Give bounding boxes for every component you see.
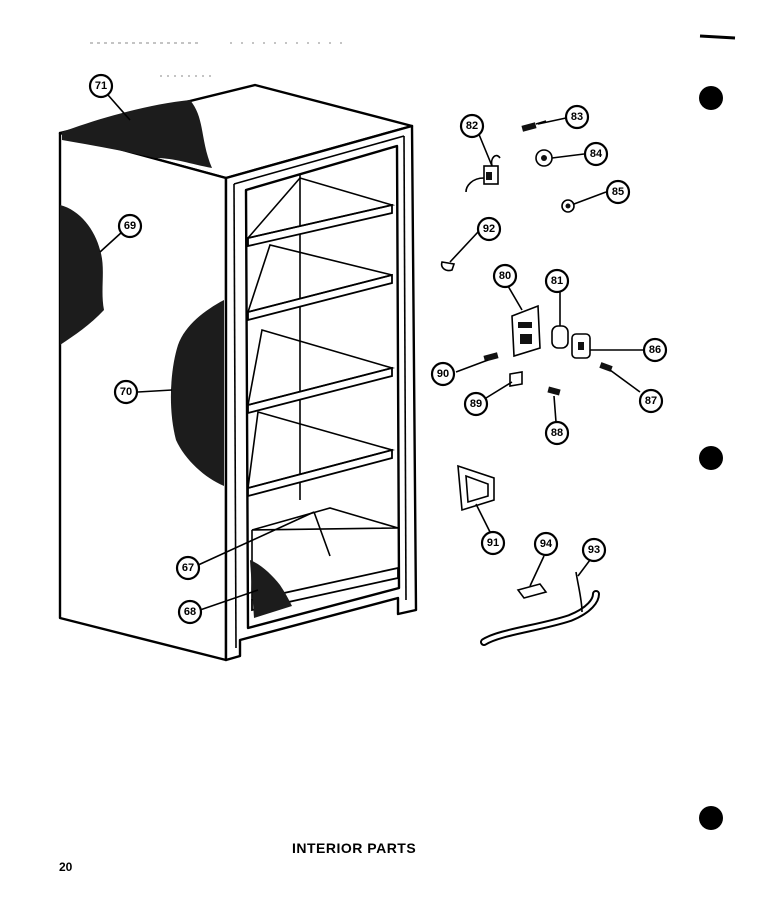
callout-91: 91 [480,530,506,556]
insulation-top [62,100,212,168]
part-82-bracket [465,154,501,193]
part-92-clip [440,261,456,272]
part-81-grommet [551,325,569,349]
svg-text:91: 91 [487,537,499,549]
callout-89: 89 [463,391,489,417]
part-87-screw [599,362,613,372]
punch-hole [699,806,723,830]
callout-68: 68 [177,599,203,625]
part-84-washer [535,149,553,167]
callout-92: 92 [476,216,502,242]
callout-81: 81 [544,268,570,294]
part-83-screw [521,120,547,132]
part-86-latch [571,333,591,359]
callout-90: 90 [430,361,456,387]
svg-text:83: 83 [571,111,583,123]
part-93-tube [480,571,600,646]
callout-80: 80 [492,263,518,289]
callout-83: 83 [564,104,590,130]
svg-text:93: 93 [588,544,600,556]
scan-noise [90,34,736,77]
svg-text:92: 92 [483,223,495,235]
callout-93: 93 [581,537,607,563]
part-91-bracket [457,464,495,512]
svg-text:71: 71 [95,80,107,92]
svg-text:90: 90 [437,368,449,380]
svg-text:69: 69 [124,220,136,232]
svg-text:67: 67 [182,562,194,574]
page-number: 20 [59,860,73,874]
insulation-bottom [250,560,292,618]
callout-84: 84 [583,141,609,167]
part-80-plate [511,304,541,358]
callout-67: 67 [175,555,201,581]
callout-82: 82 [459,113,485,139]
insulation-side [60,205,104,345]
svg-text:84: 84 [590,148,603,160]
svg-text:70: 70 [120,386,132,398]
insulation-side-front [170,300,224,486]
page-title: INTERIOR PARTS [292,840,417,856]
svg-text:81: 81 [551,275,563,287]
svg-text:87: 87 [645,395,657,407]
svg-text:80: 80 [499,270,511,282]
svg-text:68: 68 [184,606,196,618]
leader-lines [99,94,644,611]
callout-85: 85 [605,179,631,205]
callout-70: 70 [113,379,139,405]
part-88-screw [547,386,561,396]
callout-88: 88 [544,420,570,446]
part-90-screw [483,352,499,362]
part-94-clip [516,583,548,599]
callout-71: 71 [88,73,114,99]
punch-hole [699,446,723,470]
part-85-nut [561,199,575,213]
callout-87: 87 [638,388,664,414]
svg-text:82: 82 [466,120,478,132]
callout-69: 69 [117,213,143,239]
svg-text:94: 94 [540,538,553,550]
part-89-clip [509,371,523,387]
svg-text:88: 88 [551,427,563,439]
callout-86: 86 [642,337,668,363]
punch-hole [699,86,723,110]
freezer-cabinet [58,83,418,662]
svg-text:85: 85 [612,186,624,198]
svg-text:89: 89 [470,398,482,410]
callout-94: 94 [533,531,559,557]
svg-text:86: 86 [649,344,661,356]
